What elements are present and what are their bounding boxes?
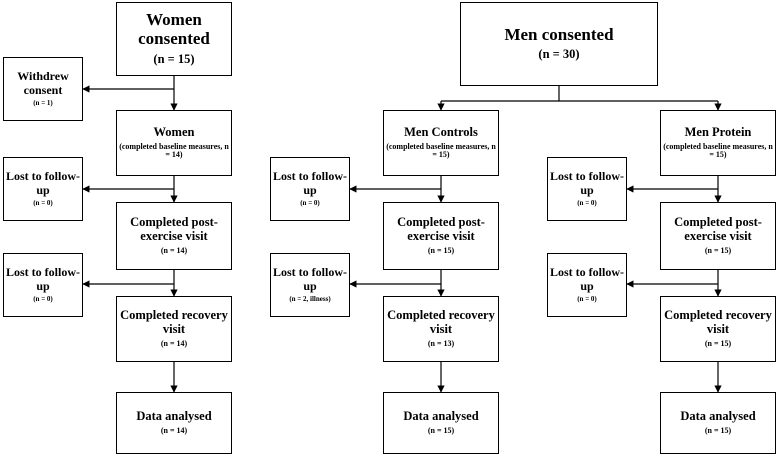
women-analysed-box: Data analysed (n = 14) (116, 392, 232, 454)
women-consented-count: (n = 15) (153, 51, 195, 66)
controls-analysed-title: Data analysed (403, 409, 479, 424)
women-analysed-title: Data analysed (136, 409, 212, 424)
women-consented-box: Women consented (n = 15) (116, 2, 232, 76)
women-post-exercise-count: (n = 14) (160, 245, 188, 255)
women-post-exercise-title: Completed post-exercise visit (130, 215, 218, 244)
women-baseline-box: Women (completed baseline measures, n = … (116, 110, 232, 176)
protein-analysed-count: (n = 15) (704, 425, 732, 435)
protein-lost-followup-1-count: (n = 0) (577, 198, 597, 207)
controls-lost-followup-2-title: Lost to follow-up (273, 265, 347, 293)
protein-lost-followup-2-box: Lost to follow-up (n = 0) (547, 253, 627, 317)
men-consented-box: Men consented (n = 30) (460, 2, 658, 86)
women-recovery-box: Completed recovery visit (n = 14) (116, 296, 232, 362)
protein-recovery-count: (n = 15) (704, 338, 732, 348)
protein-lost-followup-1-title: Lost to follow-up (550, 169, 624, 197)
women-analysed-count: (n = 14) (160, 425, 188, 435)
withdrew-consent-title: Withdrew consent (17, 69, 69, 97)
controls-baseline-detail: (completed baseline measures, n = 15) (386, 141, 496, 160)
women-lost-followup-1-box: Lost to follow-up (n = 0) (3, 157, 83, 221)
men-consented-title: Men consented (504, 24, 614, 44)
women-recovery-title: Completed recovery visit (120, 308, 228, 337)
men-consented-count: (n = 30) (538, 47, 580, 62)
withdrew-consent-box: Withdrew consent (n = 1) (3, 57, 83, 121)
protein-lost-followup-2-count: (n = 0) (577, 294, 597, 303)
women-post-exercise-box: Completed post-exercise visit (n = 14) (116, 202, 232, 270)
protein-lost-followup-2-title: Lost to follow-up (550, 265, 624, 293)
controls-post-exercise-box: Completed post-exercise visit (n = 15) (383, 202, 499, 270)
controls-baseline-box: Men Controls (completed baseline measure… (383, 110, 499, 176)
protein-post-exercise-title: Completed post-exercise visit (674, 215, 762, 244)
controls-recovery-box: Completed recovery visit (n = 13) (383, 296, 499, 362)
controls-baseline-title: Men Controls (404, 124, 478, 139)
women-lost-followup-1-count: (n = 0) (33, 198, 53, 207)
controls-lost-followup-1-box: Lost to follow-up (n = 0) (270, 157, 350, 221)
controls-post-exercise-title: Completed post-exercise visit (397, 215, 485, 244)
women-lost-followup-2-count: (n = 0) (33, 294, 53, 303)
women-consented-title: Women consented (138, 10, 210, 49)
protein-baseline-detail: (completed baseline measures, n = 15) (663, 141, 773, 160)
protein-post-exercise-count: (n = 15) (704, 245, 732, 255)
controls-analysed-box: Data analysed (n = 15) (383, 392, 499, 454)
protein-recovery-box: Completed recovery visit (n = 15) (660, 296, 776, 362)
protein-analysed-box: Data analysed (n = 15) (660, 392, 776, 454)
controls-recovery-title: Completed recovery visit (387, 308, 495, 337)
protein-post-exercise-box: Completed post-exercise visit (n = 15) (660, 202, 776, 270)
controls-analysed-count: (n = 15) (427, 425, 455, 435)
controls-lost-followup-1-title: Lost to follow-up (273, 169, 347, 197)
women-recovery-count: (n = 14) (160, 338, 188, 348)
women-lost-followup-2-box: Lost to follow-up (n = 0) (3, 253, 83, 317)
women-lost-followup-2-title: Lost to follow-up (6, 265, 80, 293)
protein-baseline-box: Men Protein (completed baseline measures… (660, 110, 776, 176)
controls-lost-followup-1-count: (n = 0) (300, 198, 320, 207)
controls-recovery-count: (n = 13) (427, 338, 455, 348)
controls-lost-followup-2-box: Lost to follow-up (n = 2, illness) (270, 253, 350, 317)
withdrew-consent-count: (n = 1) (33, 98, 53, 107)
protein-recovery-title: Completed recovery visit (664, 308, 772, 337)
protein-baseline-title: Men Protein (684, 124, 752, 139)
controls-post-exercise-count: (n = 15) (427, 245, 455, 255)
protein-analysed-title: Data analysed (680, 409, 756, 424)
women-baseline-detail: (completed baseline measures, n = 14) (119, 141, 229, 160)
protein-lost-followup-1-box: Lost to follow-up (n = 0) (547, 157, 627, 221)
controls-lost-followup-2-count: (n = 2, illness) (289, 294, 331, 303)
women-lost-followup-1-title: Lost to follow-up (6, 169, 80, 197)
women-baseline-title: Women (153, 124, 195, 139)
